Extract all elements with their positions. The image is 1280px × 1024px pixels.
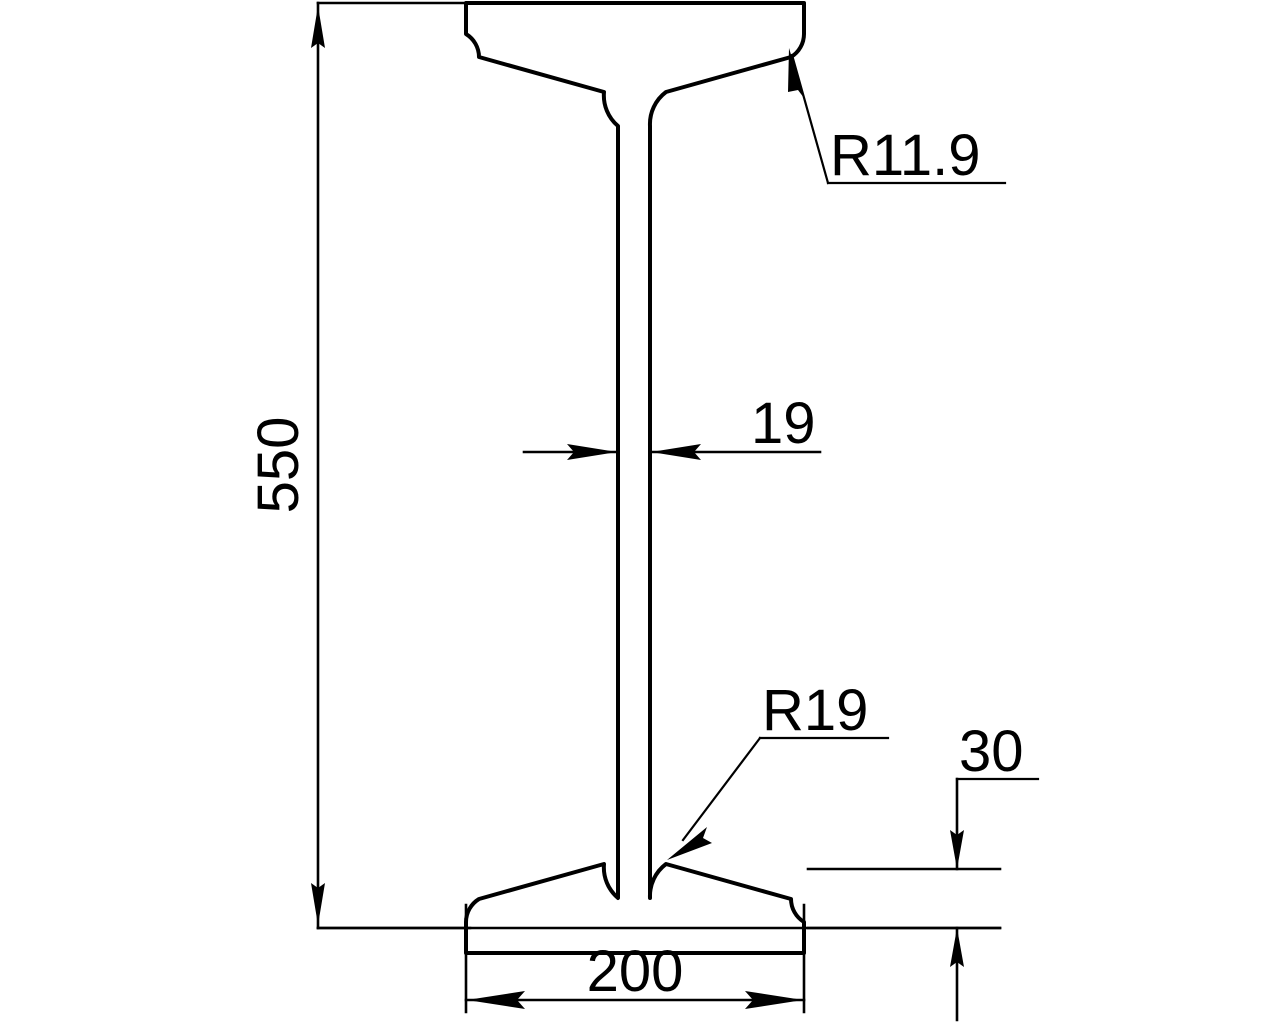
flange-thickness-arrow-bottom-icon (950, 928, 964, 967)
flange-width-arrow-left-icon (467, 991, 525, 1009)
i-beam-outline (464, 1, 806, 955)
flange-thickness-arrow-top-icon (950, 830, 964, 869)
r11-9-label: R11.9 (830, 123, 980, 188)
dimension-flange-thickness-30: 30 (806, 719, 1040, 1022)
web-thickness-label: 19 (751, 391, 816, 456)
dimension-height-550: 550 (246, 1, 472, 930)
r19-arrow-icon (667, 827, 712, 860)
flange-width-label: 200 (587, 939, 684, 1004)
height-arrow-top-icon (311, 6, 325, 48)
web-arrow-right-icon (651, 444, 701, 460)
radius-callout-r19: R19 (667, 678, 890, 860)
r19-label: R19 (762, 678, 868, 743)
height-arrow-bottom-icon (311, 883, 325, 925)
r11-9-arrow-icon (788, 48, 804, 98)
dimension-flange-width-200: 200 (316, 903, 1002, 1014)
i-beam-profile (464, 1, 806, 955)
flange-thickness-label: 30 (959, 719, 1024, 784)
height-dimension-label: 550 (246, 417, 311, 514)
flange-width-arrow-right-icon (745, 991, 803, 1009)
radius-callout-r11-9: R11.9 (788, 48, 1007, 188)
r19-leader-line (681, 736, 762, 842)
dimension-web-thickness-19: 19 (522, 391, 822, 460)
r11-9-leader-line (790, 53, 830, 185)
web-arrow-left-icon (567, 444, 617, 460)
